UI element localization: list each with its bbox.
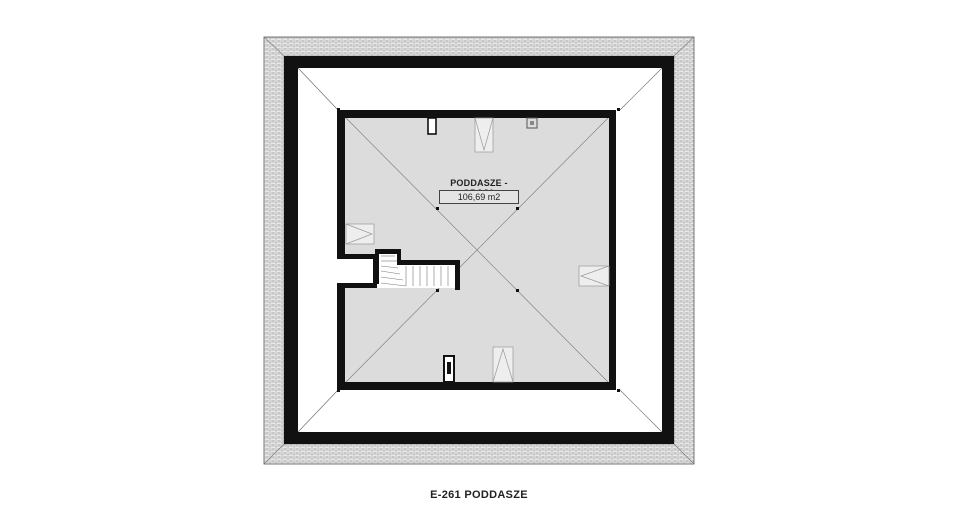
marker-dots bbox=[337, 108, 620, 392]
roof-window bbox=[578, 265, 610, 287]
plan-caption: E-261 PODDASZE bbox=[430, 489, 528, 501]
roof-window bbox=[492, 346, 514, 383]
chimney-inner bbox=[447, 362, 451, 374]
chimney bbox=[427, 117, 437, 135]
roof-hip-lines bbox=[297, 67, 663, 433]
vent-inner bbox=[530, 121, 534, 125]
room-area: 106,69 m2 bbox=[439, 190, 519, 204]
roof-window bbox=[474, 117, 494, 153]
roof-window bbox=[345, 223, 375, 245]
staircase bbox=[375, 249, 460, 290]
attic-hip-lines bbox=[344, 116, 610, 384]
